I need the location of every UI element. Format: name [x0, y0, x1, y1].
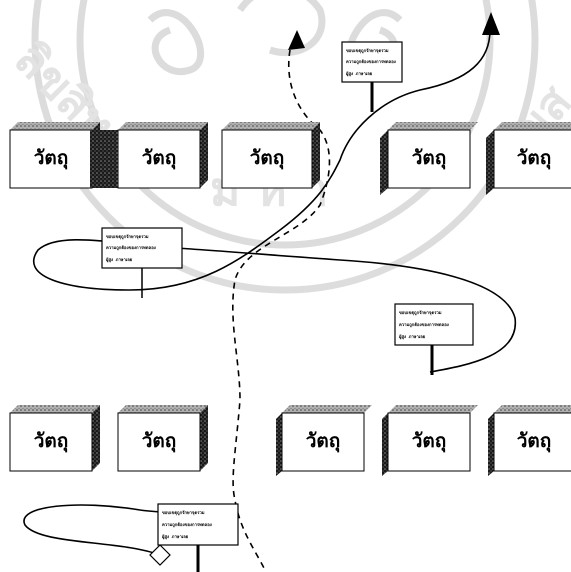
note-line: ความถูกต้องของการทดลอง — [106, 244, 156, 251]
object-label: วัตถุ — [34, 430, 69, 453]
box-row-2: วัตถุ วัตถุ วัตถุ วัตถุ วัตถุ — [9, 405, 571, 476]
object-label: วัตถุ — [250, 147, 285, 170]
dashed-path — [232, 49, 331, 571]
arrow-head-solid — [482, 12, 500, 35]
note-line: ผู้สูง ภาษาเลย — [162, 533, 189, 540]
object-label: วัตถุ — [306, 430, 341, 453]
object-box: วัตถุ — [9, 405, 100, 472]
object-box: วัตถุ — [117, 405, 208, 472]
solid-path — [32, 29, 516, 373]
object-label: วัตถุ — [142, 430, 177, 453]
object-box: วัตถุ — [382, 405, 478, 476]
note-line: ผู้สูง ภาษาเลย — [346, 70, 373, 77]
note-line: ขอบเขตุถูกรักษาจุดรวม — [162, 510, 205, 516]
box-row-1: วัตถุ วัตถุ วัตถุ วัตถุ วัตถุ — [9, 122, 571, 195]
decision-diamond — [149, 544, 171, 566]
object-box: วัตถุ — [488, 405, 571, 476]
object-label: วัตถุ — [142, 147, 177, 170]
sign-note-1: ขอบเขตุถูกรักษาจุดรวม ความถูกต้องของการท… — [341, 41, 403, 112]
note-line: ความถูกต้องของการทดลอง — [399, 321, 449, 328]
note-line: ขอบเขตุถูกรักษาจุดรวม — [106, 234, 149, 240]
object-box: วัตถุ — [9, 122, 100, 189]
object-label: วัตถุ — [412, 147, 447, 170]
object-label: วัตถุ — [34, 147, 69, 170]
object-box: วัตถุ — [221, 122, 320, 189]
arrow-head-dashed — [288, 30, 305, 50]
object-box: วัตถุ — [380, 122, 478, 195]
object-box: วัตถุ — [486, 122, 571, 195]
note-line: ผู้สูง ภาษาเลย — [106, 256, 133, 263]
note-line: ความถูกต้องของการทดลอง — [346, 58, 396, 65]
object-box: วัตถุ — [90, 122, 208, 189]
note-line: ผู้สูง ภาษาเลย — [399, 333, 426, 340]
sign-note-2: ขอบเขตุถูกรักษาจุดรวม ความถูกต้องของการท… — [101, 227, 183, 298]
note-line: ขอบเขตุถูกรักษาจุดรวม — [399, 310, 442, 316]
object-label: วัตถุ — [517, 430, 552, 453]
sign-note-3: ขอบเขตุถูกรักษาจุดรวม ความถูกต้องของการท… — [394, 303, 474, 375]
object-label: วัตถุ — [517, 147, 552, 170]
object-box: วัตถุ — [276, 405, 372, 476]
object-label: วัตถุ — [412, 430, 447, 453]
sign-note-4: ขอบเขตุถูกรักษาจุดรวม ความถูกต้องของการท… — [157, 503, 239, 572]
note-line: ความถูกต้องของการทดลอง — [162, 521, 212, 528]
note-line: ขอบเขตุถูกรักษาจุดรวม — [346, 48, 389, 54]
